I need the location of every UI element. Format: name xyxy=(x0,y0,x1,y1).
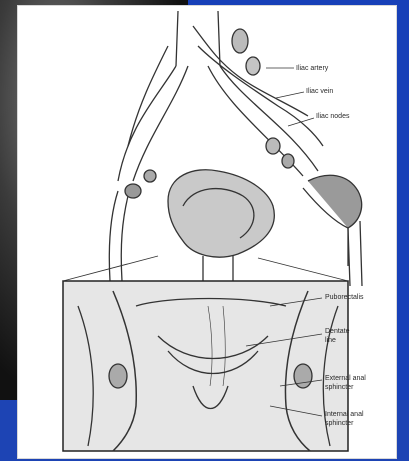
label-dentate-line-2: line xyxy=(325,337,336,345)
label-iliac-nodes: Iliac nodes xyxy=(316,113,349,121)
label-iliac-vein: Iliac vein xyxy=(306,88,333,96)
label-external-sphincter-2: sphincter xyxy=(325,384,353,392)
label-iliac-artery: Iliac artery xyxy=(296,65,328,73)
anatomy-illustration-card: Iliac artery Iliac vein Iliac nodes Pubo… xyxy=(18,6,396,458)
label-internal-sphincter-1: Internal anal xyxy=(325,411,364,419)
label-dentate-line-1: Dentate xyxy=(325,328,350,336)
label-puborectalis: Puborectalis xyxy=(325,294,364,302)
label-external-sphincter-1: External anal xyxy=(325,375,366,383)
label-internal-sphincter-2: sphincter xyxy=(325,420,353,428)
slide-background-right xyxy=(395,0,409,461)
